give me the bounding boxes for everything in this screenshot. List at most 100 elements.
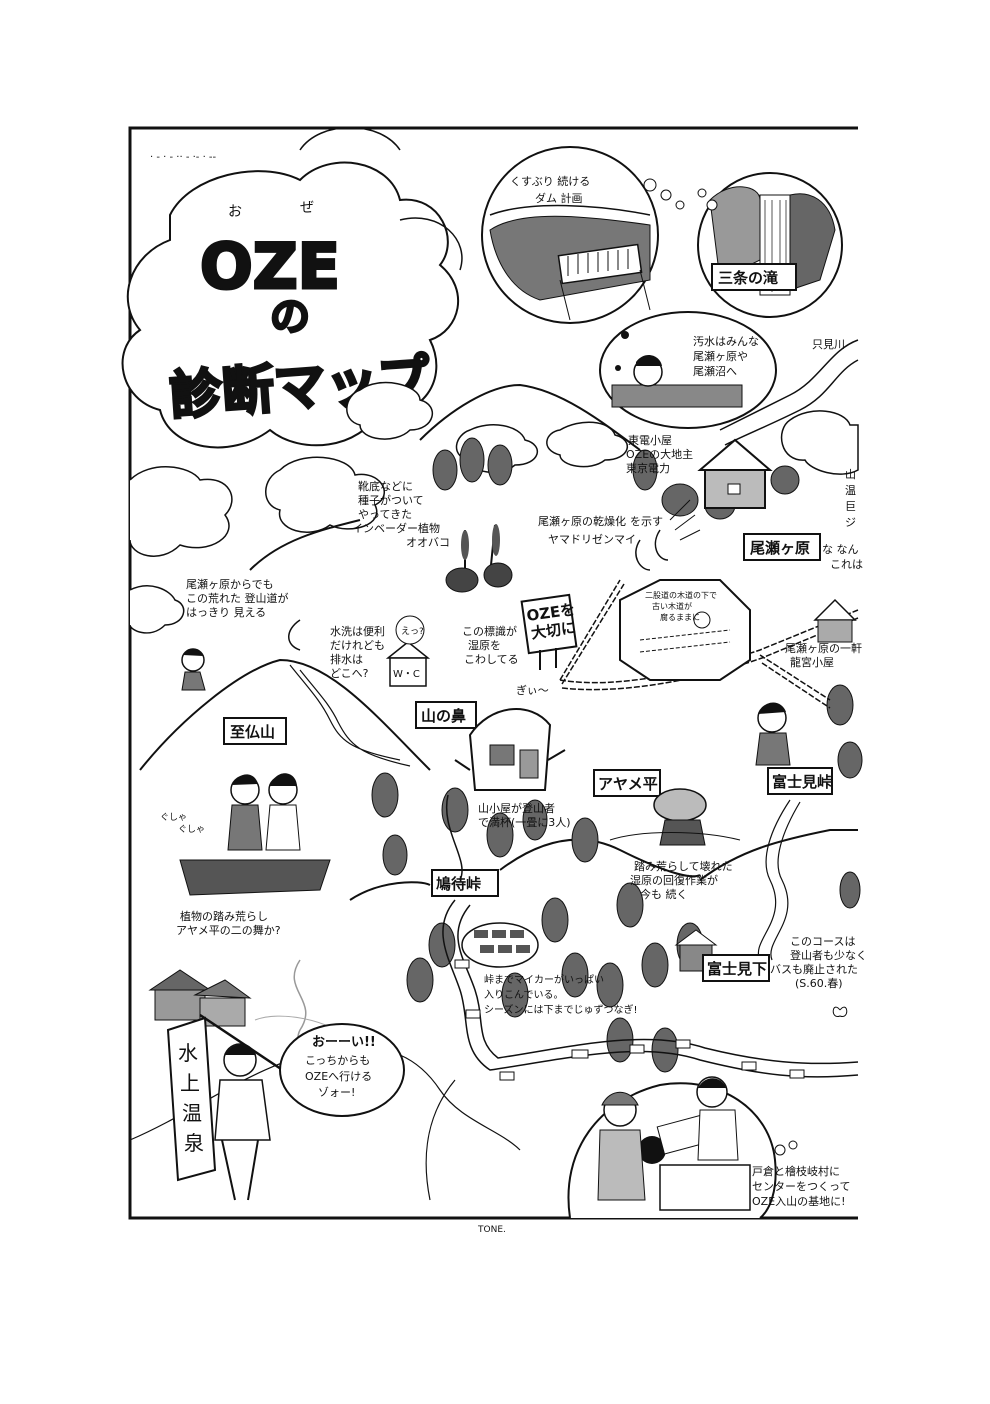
note-dam-1: くすぶり 続ける [510,174,590,188]
sign-yamanohana-label: 山の鼻 [421,707,466,725]
parking-lot [461,922,539,968]
page-frame [128,126,858,1220]
note-flush-3: 排水は [330,652,363,666]
onsen-banner-2: 上 [180,1071,200,1095]
note-flush-2: だけれども [330,639,385,652]
climber-figure [181,648,206,691]
shout-bubble [279,1023,405,1117]
note-tokyo-3: 東京電力 [626,461,670,475]
note-trample-2: アヤメ平の二の舞か? [176,924,281,937]
note-shout-3: OZEへ行ける [305,1070,372,1083]
title-ruby-o: お [228,204,242,220]
onsen-banner-man [166,1013,291,1201]
center-bubble [567,1076,798,1219]
title-ruby-ze: ぜ [300,200,314,216]
sign-ayamedaira[interactable]: アヤメ平 [593,769,661,797]
signature: TONE. [477,1225,506,1235]
note-twolines-2: 古い木道が [652,601,692,611]
fujimi-hiker [755,702,791,766]
note-right-1: 山 [845,468,856,481]
note-gusha-1: ぐしゃ [160,812,187,823]
note-course-2: 登山者も少なく [790,948,867,962]
note-sign-damage-2: 湿原を [468,639,501,652]
note-tokyo-1: 東電小屋 [628,434,672,447]
note-trample-1: 植物の踏み荒らし [180,909,268,923]
sign-hatomachi-label: 鳩待峠 [436,875,481,893]
note-yamadori: ヤマドリゼンマイ [548,533,636,546]
note-twolines-1: 二股道の木道の下で [645,590,717,600]
sign-yamanohana[interactable]: 山の鼻 [415,701,477,729]
note-shout-2: こっちからも [305,1054,370,1067]
toilet-bubble [395,615,425,645]
note-dry: 尾瀬ヶ原の乾燥化 [538,514,626,528]
note-gusha-2: ぐしゃ [178,824,205,835]
note-center-3: OZE入山の基地に! [752,1195,846,1208]
note-right-6: これは [830,558,863,571]
note-oobako-3: やってきた [358,508,412,521]
note-oobako-2: 種子がついて [358,493,424,507]
road-fujimi [757,799,801,961]
sign-fujimishita[interactable]: 富士見下 [702,954,770,982]
note-restore-3: 今も 続く [640,887,688,901]
onsen-banner-4: 泉 [184,1131,204,1155]
sign-hatomachi[interactable]: 鳩待峠 [431,869,499,897]
onsen-banner-3: 温 [182,1101,202,1125]
sign-oze-taisetsu[interactable]: OZEを 大切に [520,593,578,670]
sign-fujimishita-label: 富士見下 [707,960,767,978]
note-cars-1: 峠までマイカーがいっぱい [484,973,604,986]
note-sign-damage-1: この標識が [462,624,517,638]
note-oobako-1: 靴底などに [358,479,413,493]
oobako-plant [445,524,513,593]
note-course-3: バスも廃止された [770,962,858,976]
note-restore-1: 踏み荒らして壊れた [634,859,733,873]
note-cars-2: 入りこんでいる。 [484,989,564,1001]
road-hatomachi [442,794,859,1078]
dam-bubble [481,146,685,324]
note-trail-3: はっきり 見える [186,606,266,619]
note-right-3: 巨 [845,500,856,513]
sign-ozegahara[interactable]: 尾瀬ヶ原 [743,533,821,561]
scan-marks: · - · - ·· - ·- · -- [150,152,217,163]
note-shout-1: おーーい!! [312,1035,376,1050]
note-ezo: えっ? [401,626,424,637]
sign-shibutsu-label: 至仏山 [230,723,275,741]
note-course-1: このコースは [790,935,855,948]
note-dry-2: を示す [630,515,663,528]
note-ichi-2: 龍宮小屋 [790,655,834,669]
sign-sanjo[interactable]: 三条の滝 [711,263,797,291]
hikers-couple [179,773,331,896]
note-full-2: で満杯(一畳に3人) [478,815,571,829]
hills [139,383,858,901]
note-wastewater-3: 尾瀬沼へ [693,364,737,378]
note-oobako-5: オオバコ [406,536,450,549]
note-center-2: センターをつくって [752,1180,850,1193]
restoration-worker [609,788,741,846]
title-cloud [121,126,463,449]
note-right-2: 温 [845,484,856,497]
note-tadami: 只見川 [812,338,845,351]
sign-fujimitoge[interactable]: 富士見峠 [767,767,833,795]
sign-fujimitoge-label: 富士見峠 [772,773,832,791]
onsen-houses [148,959,351,1081]
note-dam-2: ダム 計画 [535,191,583,205]
sanjo-bubble [697,172,843,318]
ryugu-hut [813,598,857,643]
toilet-label: W・C [393,669,420,680]
sign-ayamedaira-label: アヤメ平 [598,775,658,793]
note-wastewater-2: 尾瀬ヶ原や [693,349,748,363]
note-trail-1: 尾瀬ヶ原からでも [186,577,274,591]
note-cars-3: シーズンには下までじゅずつなぎ! [484,1003,638,1016]
toilet-hut[interactable]: W・C [385,641,431,687]
note-right-5: な なん [822,543,859,556]
old-boardwalk-bubble [619,579,751,681]
note-shout-4: ゾォー! [318,1086,355,1099]
title-no: の [270,294,310,340]
onsen-banner-1: 水 [178,1041,198,1065]
note-course-4: (S.60.春) [795,977,843,990]
note-ichi-1: 尾瀬ヶ原の一軒 [785,641,862,655]
note-twolines-3: 腐るままに [660,612,700,622]
note-full-1: 山小屋が登山者 [478,801,555,815]
sign-shibutsu[interactable]: 至仏山 [223,717,287,745]
note-flush-4: どこへ? [330,667,369,680]
